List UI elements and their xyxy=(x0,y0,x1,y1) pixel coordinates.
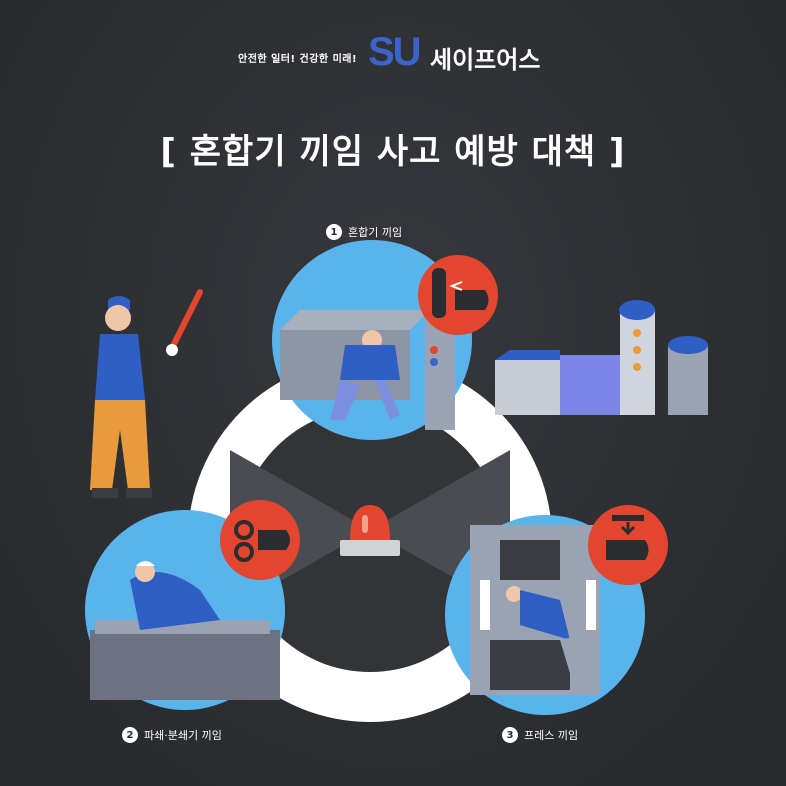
hand-pressed-icon xyxy=(588,505,668,585)
step-3-label: 3 프레스 끼임 xyxy=(502,727,578,743)
hand-caught-gears-icon xyxy=(220,500,300,580)
warning-siren-icon xyxy=(340,505,400,556)
logo-mark: SU xyxy=(368,30,422,74)
step-3-number: 3 xyxy=(502,727,518,743)
step-2-text: 파쇄·분쇄기 끼임 xyxy=(144,729,222,742)
step-1-number: 1 xyxy=(326,224,342,240)
step-2-number: 2 xyxy=(122,727,138,743)
step-1-text: 혼합기 끼임 xyxy=(348,226,403,239)
factory-illustration xyxy=(495,300,708,415)
step-1-label: 1 혼합기 끼임 xyxy=(326,224,402,240)
safety-officer-figure xyxy=(90,289,203,498)
step-2-label: 2 파쇄·분쇄기 끼임 xyxy=(122,727,222,743)
page-title: [ 혼합기 끼임 사고 예방 대책 ] xyxy=(160,132,626,172)
hand-caught-roller-icon xyxy=(418,255,498,335)
tagline: 안전한 일터! 건강한 미래! xyxy=(238,54,358,65)
step-3-text: 프레스 끼임 xyxy=(524,729,579,742)
logo-name: 세이프어스 xyxy=(430,46,541,74)
